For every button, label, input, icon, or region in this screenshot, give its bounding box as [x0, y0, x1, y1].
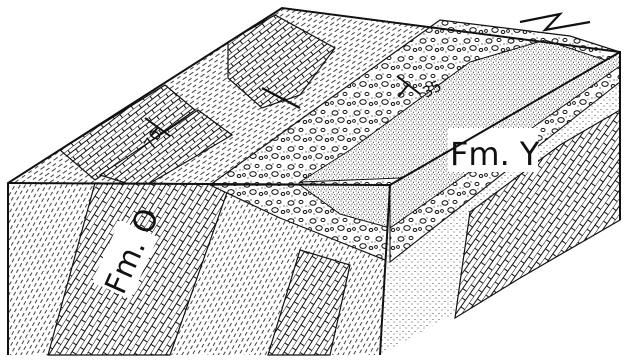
arrow-marker-icon — [520, 14, 590, 30]
front-face: Fm. O — [8, 183, 390, 355]
fm-y-label: Fm. Y — [450, 135, 540, 173]
